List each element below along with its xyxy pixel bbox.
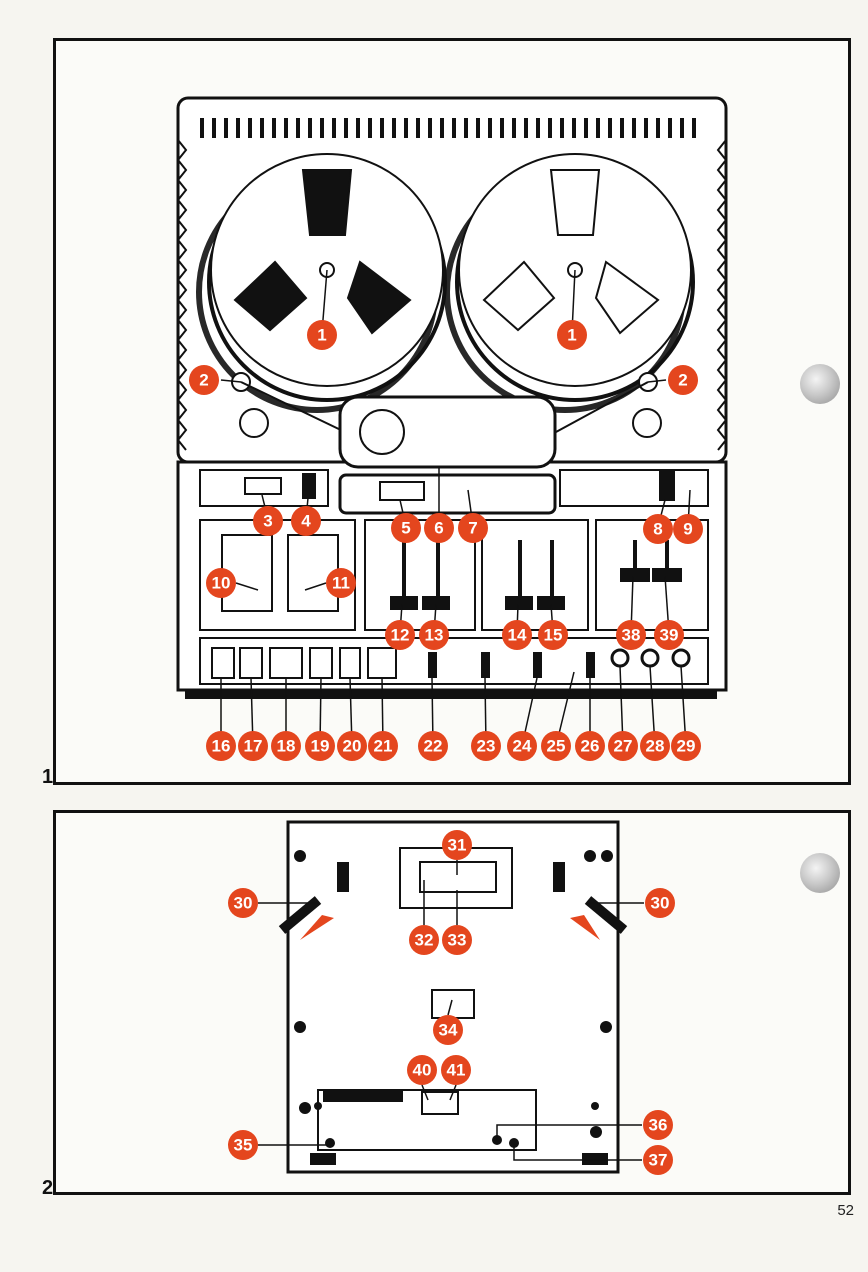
svg-text:33: 33: [448, 931, 467, 950]
callout-1-left: 1: [307, 320, 337, 350]
svg-text:13: 13: [425, 626, 444, 645]
callout-2-right: 2: [668, 365, 698, 395]
svg-text:31: 31: [448, 836, 467, 855]
callouts-figure-1: 1 1 2 2 3 4 5 6 7 8 9 10 11 12 13 14 15 …: [189, 320, 703, 761]
callout-30-left: 30: [228, 888, 258, 918]
callout-6: 6: [424, 513, 454, 543]
svg-text:7: 7: [468, 519, 477, 538]
svg-text:8: 8: [653, 520, 662, 539]
callout-18: 18: [271, 731, 301, 761]
binder-hole: [800, 364, 840, 404]
svg-text:28: 28: [646, 737, 665, 756]
svg-text:20: 20: [343, 737, 362, 756]
callout-38: 38: [616, 620, 646, 650]
svg-text:16: 16: [212, 737, 231, 756]
svg-text:14: 14: [508, 626, 527, 645]
svg-text:9: 9: [683, 520, 692, 539]
callout-1-right: 1: [557, 320, 587, 350]
svg-text:19: 19: [311, 737, 330, 756]
callout-34: 34: [433, 1015, 463, 1045]
callout-10: 10: [206, 568, 236, 598]
svg-text:15: 15: [544, 626, 563, 645]
svg-text:1: 1: [567, 326, 576, 345]
callout-13: 13: [419, 620, 449, 650]
svg-text:23: 23: [477, 737, 496, 756]
callout-41: 41: [441, 1055, 471, 1085]
callout-29: 29: [671, 731, 701, 761]
svg-text:18: 18: [277, 737, 296, 756]
svg-text:22: 22: [424, 737, 443, 756]
svg-text:26: 26: [581, 737, 600, 756]
svg-text:2: 2: [678, 371, 687, 390]
svg-text:24: 24: [513, 737, 532, 756]
figure-1-number: 1: [42, 766, 54, 788]
callout-24: 24: [507, 731, 537, 761]
svg-text:10: 10: [212, 574, 231, 593]
callout-27: 27: [608, 731, 638, 761]
svg-text:30: 30: [651, 894, 670, 913]
vent-grille: [200, 118, 696, 138]
svg-text:34: 34: [439, 1021, 458, 1040]
callout-36: 36: [643, 1110, 673, 1140]
tape-recorder-front: [176, 96, 728, 747]
callout-8: 8: [643, 514, 673, 544]
callout-33: 33: [442, 925, 472, 955]
callout-39: 39: [654, 620, 684, 650]
svg-text:5: 5: [401, 519, 410, 538]
svg-text:32: 32: [415, 931, 434, 950]
callout-4: 4: [291, 506, 321, 536]
callout-15: 15: [538, 620, 568, 650]
callout-28: 28: [640, 731, 670, 761]
svg-text:35: 35: [234, 1136, 253, 1155]
callout-11: 11: [326, 568, 356, 598]
callout-21: 21: [368, 731, 398, 761]
callout-3: 3: [253, 506, 283, 536]
svg-text:29: 29: [677, 737, 696, 756]
callout-32: 32: [409, 925, 439, 955]
callout-30-right: 30: [645, 888, 675, 918]
callout-2-left: 2: [189, 365, 219, 395]
svg-text:4: 4: [301, 512, 311, 531]
svg-text:21: 21: [374, 737, 393, 756]
callout-31: 31: [442, 830, 472, 860]
svg-text:37: 37: [649, 1151, 668, 1170]
svg-text:2: 2: [199, 371, 208, 390]
callout-19: 19: [305, 731, 335, 761]
svg-text:11: 11: [332, 574, 350, 593]
callout-16: 16: [206, 731, 236, 761]
callout-17: 17: [238, 731, 268, 761]
svg-text:40: 40: [413, 1061, 432, 1080]
svg-text:3: 3: [263, 512, 272, 531]
svg-text:27: 27: [614, 737, 633, 756]
svg-text:30: 30: [234, 894, 253, 913]
callout-40: 40: [407, 1055, 437, 1085]
svg-text:1: 1: [317, 326, 326, 345]
svg-text:17: 17: [244, 737, 263, 756]
callout-35: 35: [228, 1130, 258, 1160]
binder-hole: [800, 853, 840, 893]
callout-22: 22: [418, 731, 448, 761]
callout-9: 9: [673, 514, 703, 544]
figure-2-number: 2: [42, 1177, 54, 1199]
svg-text:39: 39: [660, 626, 679, 645]
tape-recorder-underside: [258, 820, 644, 1174]
callout-23: 23: [471, 731, 501, 761]
callout-26: 26: [575, 731, 605, 761]
svg-text:36: 36: [649, 1116, 668, 1135]
callout-12: 12: [385, 620, 415, 650]
callout-25: 25: [541, 731, 571, 761]
svg-text:41: 41: [447, 1061, 466, 1080]
svg-text:38: 38: [622, 626, 641, 645]
callout-14: 14: [502, 620, 532, 650]
svg-text:25: 25: [547, 737, 566, 756]
callout-7: 7: [458, 513, 488, 543]
callout-20: 20: [337, 731, 367, 761]
svg-text:12: 12: [391, 626, 410, 645]
callouts-figure-2: 30 30 31 32 33 34 40 41 35 36 37: [228, 830, 675, 1175]
svg-text:6: 6: [434, 519, 443, 538]
callout-5: 5: [391, 513, 421, 543]
page-number: 52: [837, 1202, 854, 1219]
callout-37: 37: [643, 1145, 673, 1175]
